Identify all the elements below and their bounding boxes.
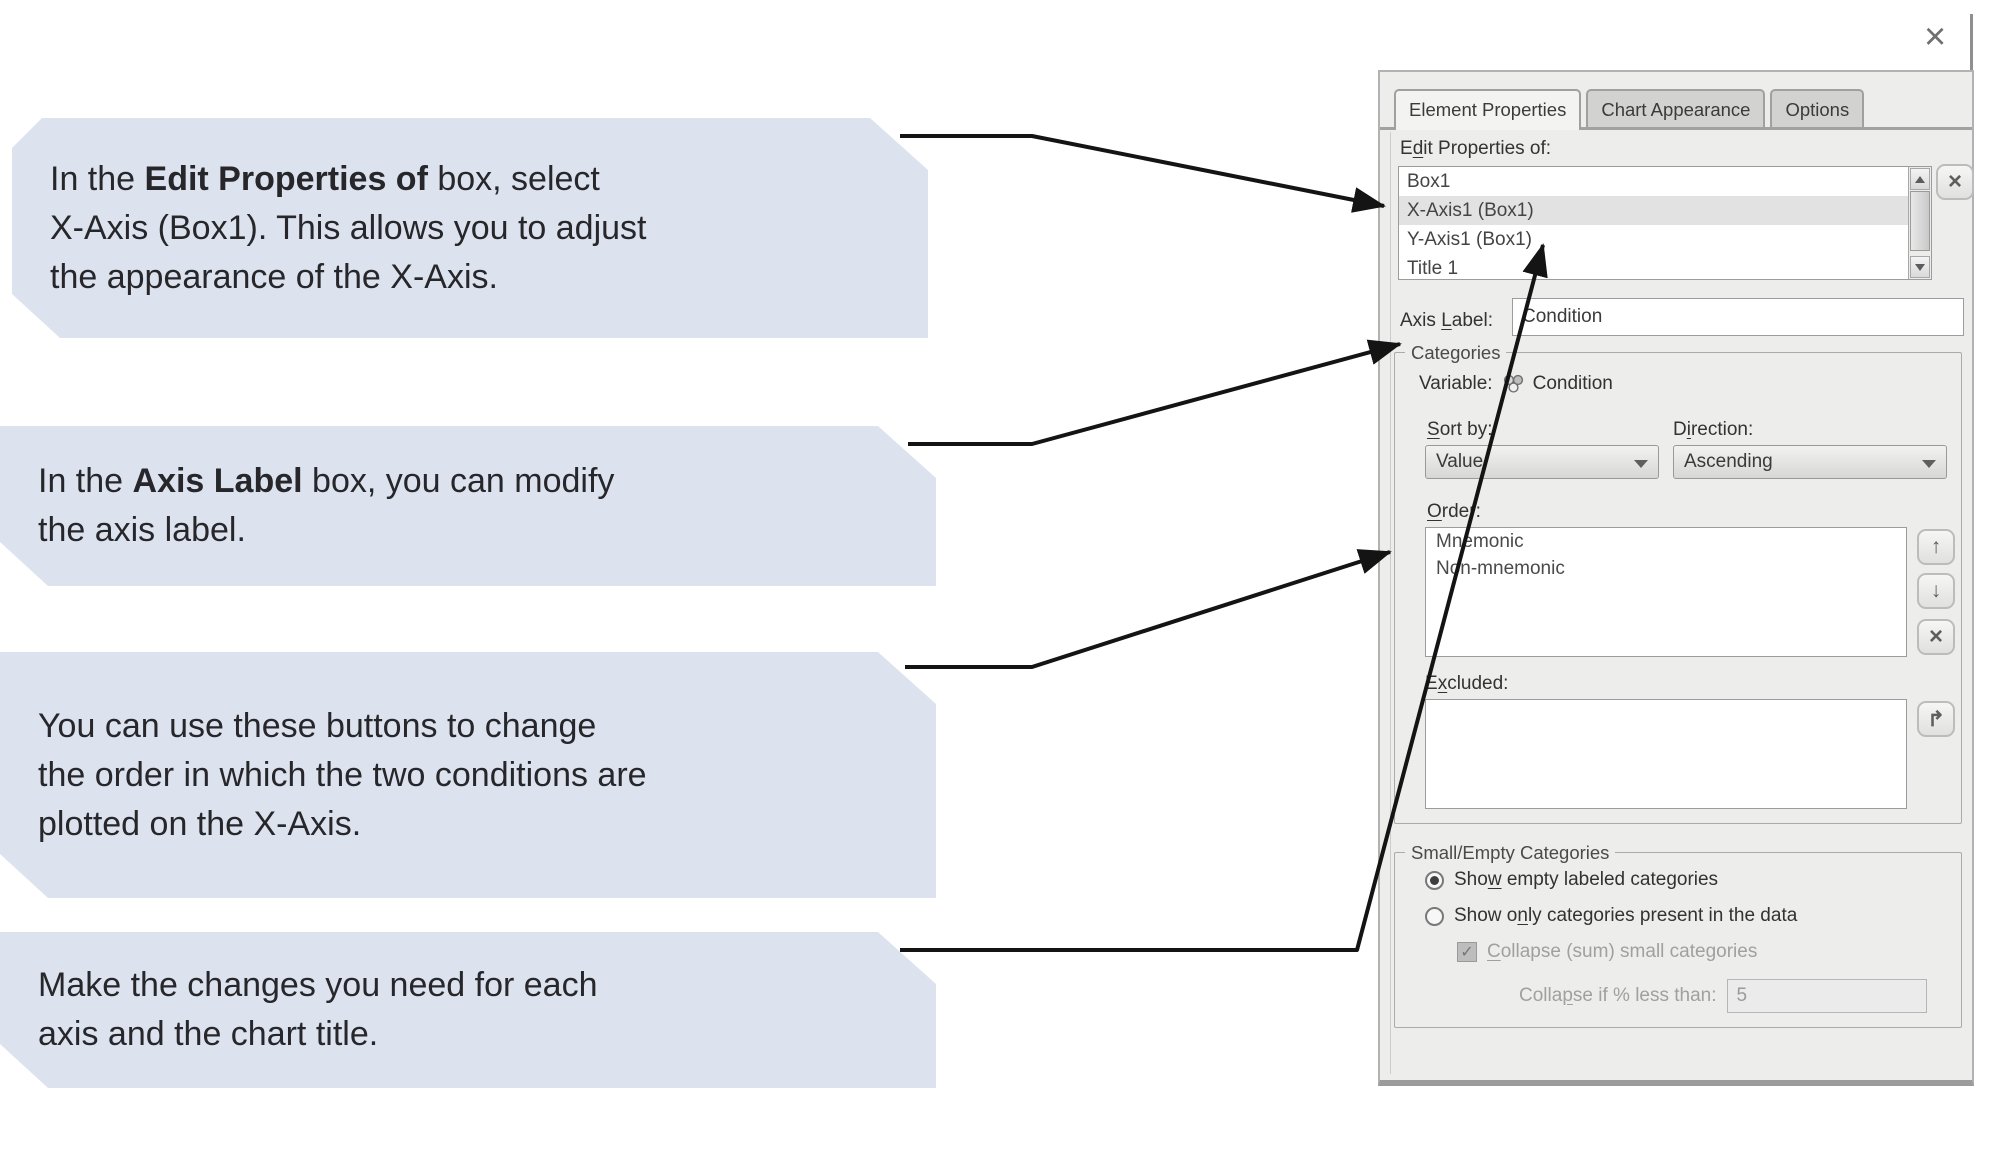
tab-bar: Element Properties Chart Appearance Opti…: [1380, 80, 1972, 130]
chevron-down-icon: [1634, 460, 1648, 468]
variable-label: Variable:: [1419, 373, 1493, 394]
callout-line: the order in which the two conditions ar…: [38, 755, 647, 794]
variable-row: Variable: Condition: [1419, 373, 1613, 395]
categories-group: Categories Variable: Condition Sort by: …: [1394, 342, 1962, 824]
scroll-up-icon[interactable]: [1910, 168, 1930, 190]
collapse-if-row: Collapse if % less than:: [1519, 979, 1927, 1013]
nominal-variable-icon: [1503, 374, 1523, 393]
radio-unselected-icon[interactable]: [1425, 906, 1444, 926]
list-item[interactable]: Y-Axis1 (Box1): [1407, 229, 1532, 250]
tab-chart-appearance[interactable]: Chart Appearance: [1586, 89, 1766, 127]
sort-by-select[interactable]: Value: [1425, 445, 1659, 479]
window-edge: [1970, 14, 1973, 72]
axis-label-input[interactable]: [1512, 298, 1964, 336]
chevron-down-icon: [1922, 460, 1936, 468]
collapse-if-label: Collapse if % less than:: [1519, 985, 1717, 1006]
return-arrow-icon: ↱: [1927, 707, 1945, 731]
delete-element-button[interactable]: ×: [1936, 164, 1974, 200]
arrow-to-order-list: [905, 549, 1392, 669]
panel-divider: [1390, 132, 1391, 1074]
order-label: Order:: [1427, 501, 1481, 522]
order-list[interactable]: Mnemonic Non-mnemonic: [1425, 527, 1907, 657]
direction-label: Direction:: [1673, 419, 1754, 440]
callout-line: the appearance of the X-Axis.: [50, 257, 498, 296]
move-down-button[interactable]: ↓: [1917, 573, 1955, 609]
show-empty-option: Show empty labeled categories: [1425, 869, 1718, 891]
edit-properties-list[interactable]: Box1 X-Axis1 (Box1) Y-Axis1 (Box1) Title…: [1398, 166, 1932, 280]
collapse-label: Collapse (sum) small categories: [1487, 941, 1758, 962]
callout-line: You can use these buttons to change: [38, 706, 597, 745]
radio-selected-icon[interactable]: [1425, 870, 1444, 890]
tab-element-properties[interactable]: Element Properties: [1394, 89, 1582, 130]
order-item[interactable]: Mnemonic: [1436, 531, 1524, 552]
arrow-to-edit-properties-list: [900, 134, 1386, 213]
element-properties-panel: Element Properties Chart Appearance Opti…: [1378, 70, 1974, 1086]
callout-order-buttons: You can use these buttons to change the …: [0, 652, 936, 898]
callout-edit-properties: In the Edit Properties of box, select X-…: [12, 118, 928, 338]
scrollbar[interactable]: [1908, 167, 1931, 279]
exclude-button[interactable]: ×: [1917, 619, 1955, 655]
order-item[interactable]: Non-mnemonic: [1436, 558, 1565, 579]
up-arrow-icon: ↑: [1930, 535, 1942, 558]
scroll-down-icon[interactable]: [1910, 256, 1930, 278]
callout-line: axis and the chart title.: [38, 1015, 379, 1053]
scrollbar-thumb[interactable]: [1910, 191, 1930, 251]
show-only-label: Show only categories present in the data: [1454, 905, 1798, 926]
collapse-percent-input: [1726, 979, 1927, 1013]
small-empty-group-title: Small/Empty Categories: [1405, 842, 1616, 864]
excluded-list[interactable]: [1425, 699, 1907, 809]
down-arrow-icon: ↓: [1930, 579, 1942, 602]
list-item[interactable]: Title 1: [1407, 258, 1459, 279]
delete-icon: ×: [1928, 623, 1943, 650]
callout-line: Make the changes you need for each: [38, 966, 598, 1004]
tab-options[interactable]: Options: [1770, 89, 1865, 127]
small-empty-group: Small/Empty Categories Show empty labele…: [1394, 842, 1962, 1028]
categories-group-title: Categories: [1405, 342, 1507, 364]
excluded-label: Excluded:: [1425, 673, 1509, 694]
show-only-option: Show only categories present in the data: [1425, 905, 1797, 927]
checkbox-checked-icon: ✓: [1457, 942, 1477, 962]
arrow-to-axis-label: [908, 339, 1402, 446]
delete-icon: ×: [1947, 168, 1962, 195]
axis-label-label: Axis Label:: [1400, 310, 1493, 331]
direction-select[interactable]: Ascending: [1673, 445, 1947, 479]
callout-line: plotted on the X-Axis.: [38, 804, 362, 843]
callout-axis-label: In the Axis Label box, you can modify th…: [0, 426, 936, 586]
callout-line: X-Axis (Box1). This allows you to adjust: [50, 208, 647, 247]
include-back-button[interactable]: ↱: [1917, 701, 1955, 737]
callout-make-changes: Make the changes you need for each axis …: [0, 932, 936, 1088]
callout-line: In the Axis Label box, you can modify: [38, 462, 615, 500]
show-empty-label: Show empty labeled categories: [1454, 869, 1719, 890]
sort-by-label: Sort by:: [1427, 419, 1493, 440]
list-item[interactable]: Box1: [1407, 171, 1451, 192]
close-icon[interactable]: ×: [1924, 16, 1947, 58]
collapse-option: ✓ Collapse (sum) small categories: [1457, 941, 1757, 963]
callout-line: In the Edit Properties of box, select: [50, 159, 600, 198]
list-item-selected[interactable]: X-Axis1 (Box1): [1399, 196, 1931, 225]
edit-properties-of-label: Edit Properties of:: [1400, 138, 1552, 159]
variable-value: Condition: [1532, 373, 1613, 394]
move-up-button[interactable]: ↑: [1917, 529, 1955, 565]
callout-line: the axis label.: [38, 511, 246, 549]
